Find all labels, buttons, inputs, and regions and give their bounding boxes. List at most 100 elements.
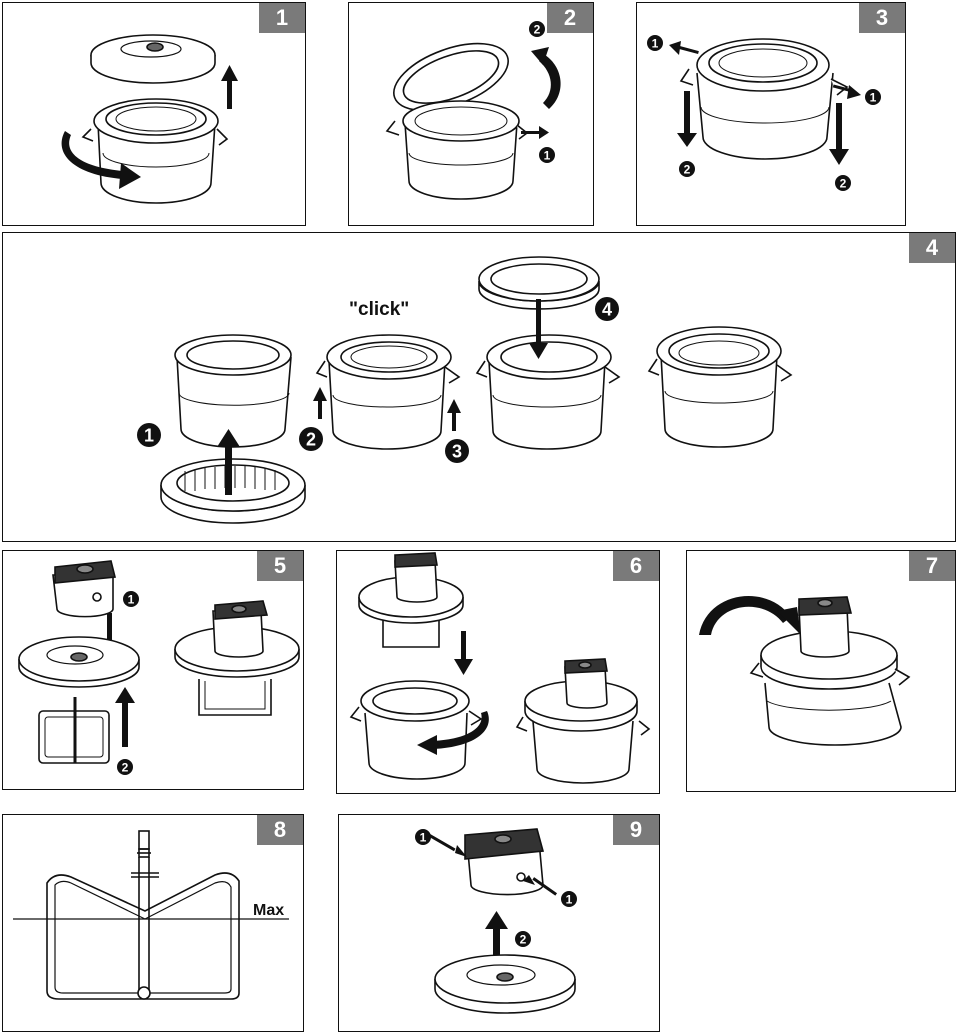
step-1-illustration (61, 34, 238, 204)
step-7-illustration (699, 595, 911, 746)
panel-number-badge: 9 (613, 815, 659, 845)
bowl (81, 98, 229, 204)
press-arrow-side (523, 875, 558, 896)
arrow-down-c (529, 299, 548, 359)
step-marker-2-right: 2 (835, 175, 851, 191)
paddle-diagram (46, 830, 240, 1000)
bowl (679, 38, 849, 160)
step-marker-2-left: 2 (679, 161, 695, 177)
step-marker-2: 2 (515, 931, 531, 947)
panel-9: 9 1 (338, 814, 660, 1032)
panel-1: 1 (2, 2, 306, 226)
ring-c (478, 256, 600, 310)
panel-number-badge: 8 (257, 815, 303, 845)
panel-number-badge: 3 (859, 3, 905, 33)
panel-2: 2 2 1 (348, 2, 594, 226)
arrow-down-left (677, 91, 697, 147)
panel-number-badge: 4 (909, 233, 955, 263)
arrow-right (832, 84, 861, 99)
step-marker-3: 3 (445, 439, 469, 463)
panel-3: 3 1 (636, 2, 906, 226)
step-marker-2: 2 (529, 21, 545, 37)
bowl-d (647, 326, 793, 448)
svg-text:2: 2 (684, 163, 691, 177)
arrow-up-b-right (447, 399, 461, 431)
assembled-chopper (749, 596, 911, 746)
step-marker-2: 2 (117, 759, 133, 775)
bowl-c (475, 334, 621, 450)
svg-text:4: 4 (602, 300, 612, 320)
lid (434, 954, 576, 1014)
panel-number-badge: 5 (257, 551, 303, 581)
motor-knob (52, 560, 117, 618)
rotate-arrow (61, 131, 141, 189)
svg-text:1: 1 (870, 91, 877, 105)
rotate-arrow (417, 711, 489, 755)
step-9-illustration: 1 1 2 (415, 828, 577, 1014)
svg-text:2: 2 (534, 23, 541, 37)
panel-number-badge: 6 (613, 551, 659, 581)
panel-7: 7 (686, 550, 956, 792)
lift-arrow (531, 47, 561, 109)
click-annotation: "click" (349, 299, 410, 320)
step-marker-1: 1 (123, 591, 139, 607)
arrow-down-right (829, 103, 849, 165)
panel-6: 6 (336, 550, 660, 794)
step-4-illustration: 1 2 3 4 (137, 256, 793, 524)
arrow-up (115, 687, 135, 747)
arrow-release (521, 126, 549, 139)
panel-number-badge: 2 (547, 3, 593, 33)
motor-knob (464, 828, 545, 896)
svg-text:2: 2 (520, 933, 527, 947)
arrow-down (454, 631, 473, 675)
assembled-lid-blade (174, 600, 300, 716)
ring (393, 42, 509, 112)
step-6-illustration (349, 552, 651, 784)
lid-with-blade (358, 552, 464, 648)
step-3-illustration: 1 1 2 2 (647, 35, 881, 191)
step-8-illustration (13, 830, 289, 1000)
step-marker-4: 4 (595, 297, 619, 321)
arrow-up (221, 65, 238, 109)
press-arrow-top (428, 833, 467, 857)
step-marker-1: 1 (137, 423, 161, 447)
rotate-arrow (699, 595, 801, 635)
bowl-b (315, 334, 461, 450)
svg-text:1: 1 (652, 37, 659, 51)
svg-text:1: 1 (128, 593, 135, 607)
arrow-up-a (217, 429, 240, 495)
lid (90, 34, 216, 84)
bowl (349, 680, 483, 780)
svg-text:1: 1 (544, 149, 551, 163)
arrow-up-b-left (313, 387, 327, 419)
step-marker-2: 2 (299, 427, 323, 451)
step-marker-1-top: 1 (415, 829, 431, 845)
bowl (385, 100, 529, 200)
max-fill-label: Max (253, 902, 285, 919)
svg-text:1: 1 (566, 893, 573, 907)
panel-4: 4 "click" (2, 232, 956, 542)
svg-text:3: 3 (452, 442, 462, 462)
svg-text:1: 1 (144, 426, 154, 446)
arrow-up (485, 911, 508, 967)
step-marker-1: 1 (539, 147, 555, 163)
step-5-illustration: 1 2 (18, 560, 300, 775)
assembled-chopper (515, 658, 651, 784)
step-marker-1-right: 1 (865, 89, 881, 105)
paddle (38, 697, 110, 764)
step-2-illustration: 2 1 (385, 21, 561, 200)
svg-text:1: 1 (420, 831, 427, 845)
svg-text:2: 2 (306, 430, 316, 450)
svg-text:2: 2 (840, 177, 847, 191)
panel-5: 5 (2, 550, 304, 790)
arrow-left (669, 41, 699, 55)
svg-text:2: 2 (122, 761, 129, 775)
panel-number-badge: 7 (909, 551, 955, 581)
step-marker-1-side: 1 (561, 891, 577, 907)
panel-number-badge: 1 (259, 3, 305, 33)
step-marker-1-left: 1 (647, 35, 663, 51)
base-ring (160, 458, 306, 524)
panel-8: 8 Max (2, 814, 304, 1032)
lid (18, 636, 140, 688)
bowl-a (174, 334, 292, 448)
